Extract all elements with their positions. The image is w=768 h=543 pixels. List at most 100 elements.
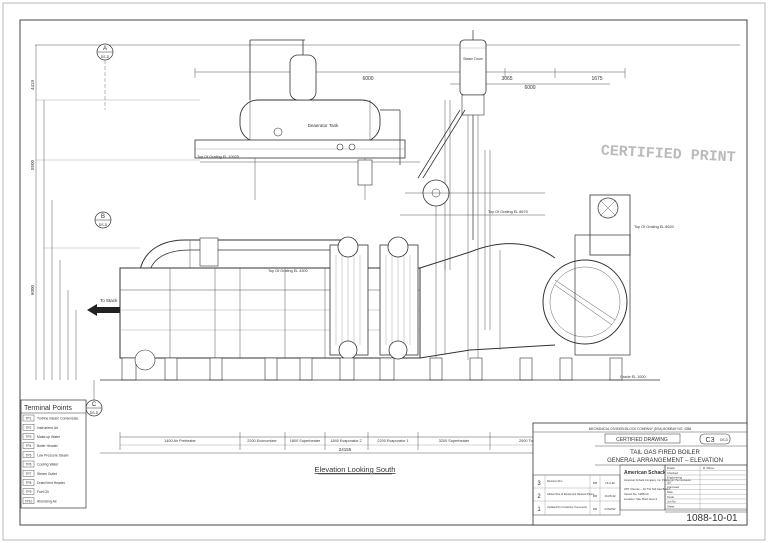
terminal-point-label: Instrument Air (37, 426, 59, 430)
svg-text:A: A (103, 46, 107, 52)
project-line: Vessel No. 1088-10 (624, 492, 649, 496)
signoff-label: Scale (667, 495, 674, 499)
pipe-rack: Top Of Grating EL 10925 (194, 109, 420, 186)
signoff-row: Scale (665, 495, 747, 500)
terminal-point-label: Low Pressure Steam (37, 453, 69, 457)
signoff-row: QA (665, 480, 747, 485)
revision-desc: Revision Dim. (547, 479, 563, 483)
terminal-points-legend: Terminal Points TP1 Turbine Steam Condens… (20, 399, 87, 509)
terminal-point-row: TP3 Make-up Water (22, 433, 61, 440)
terminal-point-label: Make-up Water (37, 435, 61, 439)
flue-label: To Stack (100, 298, 118, 303)
svg-text:DS-D: DS-D (90, 411, 99, 415)
callout-c: C DS-D (85, 380, 103, 417)
signoff-label: Approved (667, 485, 679, 489)
section-label: 1840 Evaporator 2 (330, 439, 361, 443)
signoff-row: Checked (665, 471, 747, 476)
dim-top-1: 6000 (362, 76, 373, 82)
title-block: MECHANICAL DIVISION BLOCK COMPANY (DSA) … (532, 422, 748, 526)
terminal-point-row: TP5 Low Pressure Steam (22, 451, 69, 458)
terminal-point-tag: TP2 (26, 426, 32, 430)
steam-drum-label: Steam Drum (463, 57, 483, 61)
svg-text:DS-D: DS-D (101, 55, 110, 59)
section-label: 1400 Air Preheater (164, 439, 196, 443)
revision-by: DR (593, 481, 598, 485)
signoff-label: Sheet (667, 504, 675, 508)
signoff-row: Job No. (665, 500, 747, 504)
terminal-point-label: Drain/Vent Header (37, 481, 66, 485)
status-label: CERTIFIED DRAWING (616, 437, 668, 443)
terminal-point-row: TP8 Drain/Vent Header (22, 479, 66, 486)
boiler-casing: Top Of Grating EL 4300 Top Of (119, 194, 674, 360)
grating-label-2: Top Of Grating EL 8675 (488, 210, 528, 214)
terminal-point-tag: TP3 (26, 435, 32, 439)
signoff-value: R. Mineo (703, 466, 715, 470)
terminal-point-label: Boiler Header (37, 444, 59, 448)
terminal-point-row: TP2 Instrument Air (22, 424, 59, 431)
terminal-point-label: Fuel Oil (37, 490, 49, 494)
riser-pipes: Top Of Grating EL 8675 (400, 109, 545, 360)
terminal-point-label: Atomizing Air (37, 499, 58, 503)
drawing-title-2: GENERAL ARRANGEMENT – ELEVATION (607, 458, 723, 464)
left-dimensions: 4419 5500 6000 (30, 45, 200, 380)
grating-label-3: Top Of Grating EL 8620 (634, 225, 674, 229)
terminal-point-row: TP7 Steam Outlet (22, 470, 57, 477)
signoff-label: Drawn (667, 466, 676, 470)
drawing-number: 1088-10-01 (686, 513, 738, 524)
company-sub: American Schack Company, Inc. Pittsburgh… (624, 478, 691, 482)
drawing-frame (19, 19, 748, 526)
signoff-label: QA (667, 480, 671, 484)
project-line: Location: Site Plant Area 3 (624, 497, 657, 501)
revision-desc: Updated Per Customer Comments (547, 505, 587, 509)
steam-drum-tower: Steam Drum (444, 30, 491, 360)
signoff-row: Approved (665, 485, 747, 490)
view-title: Elevation Looking South (315, 465, 396, 474)
dim-left-2: 5500 (30, 159, 35, 170)
terminal-point-label: Steam Outlet (37, 472, 57, 476)
revision-number: 3 (537, 481, 541, 487)
dim-left-1: 4419 (30, 79, 35, 90)
callout-b: B DS-D (94, 211, 112, 229)
revision-date: 27/02/92 (605, 507, 616, 511)
svg-text:DS-D: DS-D (99, 223, 108, 227)
signoff-row: Engineering (665, 476, 747, 480)
terminal-point-tag: TP1 (26, 417, 32, 421)
revision-desc: Added Size of Equipment Revised Piping (547, 492, 595, 496)
terminal-point-tag: TP7 (26, 472, 32, 476)
overall-length: 24155 (339, 447, 352, 452)
svg-text:DS-D: DS-D (720, 438, 728, 442)
legend-heading: Terminal Points (24, 405, 72, 412)
svg-text:B: B (101, 214, 105, 220)
terminal-point-tag: TP8 (26, 481, 32, 485)
project-line: ATP Chemie – 10 T/H Tail Gas Boiler (624, 487, 670, 491)
terminal-point-tag: TP10 (25, 499, 33, 503)
dim-top-3: 6000 (524, 85, 535, 91)
drawing-title-1: TAIL GAS FIRED BOILER (630, 450, 700, 456)
revision-by: DR (593, 507, 598, 511)
terminal-point-row: TP9 Fuel Oil (22, 488, 49, 495)
flue-outlet: To Stack (87, 298, 120, 316)
terminal-point-row: TP1 Turbine Steam Condensate (22, 414, 78, 422)
signoff-row: Sheet (665, 504, 747, 509)
section-label: 2000 Transition (519, 439, 545, 443)
signoff-label: Job No. (667, 500, 677, 504)
dim-left-3: 6000 (30, 284, 35, 295)
callout-a: A DS-D (96, 43, 114, 110)
grating-label-4: Top Of Grating EL 4300 (268, 269, 308, 273)
section-label: 3200 Superheater (439, 439, 470, 443)
signoff-label: Date (667, 490, 673, 494)
revision-date: 16-05-92 (604, 494, 616, 498)
terminal-point-tag: TP9 (26, 490, 32, 494)
company-name: American Schack (624, 470, 666, 476)
revision-number: 1 (537, 507, 541, 513)
top-dimensions: 6000 3065 6000 1675 (35, 44, 740, 91)
section-label: 1800 Superheater (290, 439, 321, 443)
grating-label-1: Top Of Grating EL 10925 (197, 155, 239, 159)
terminal-point-tag: TP5 (26, 453, 32, 457)
terminal-point-label: Turbine Steam Condensate (37, 417, 78, 421)
